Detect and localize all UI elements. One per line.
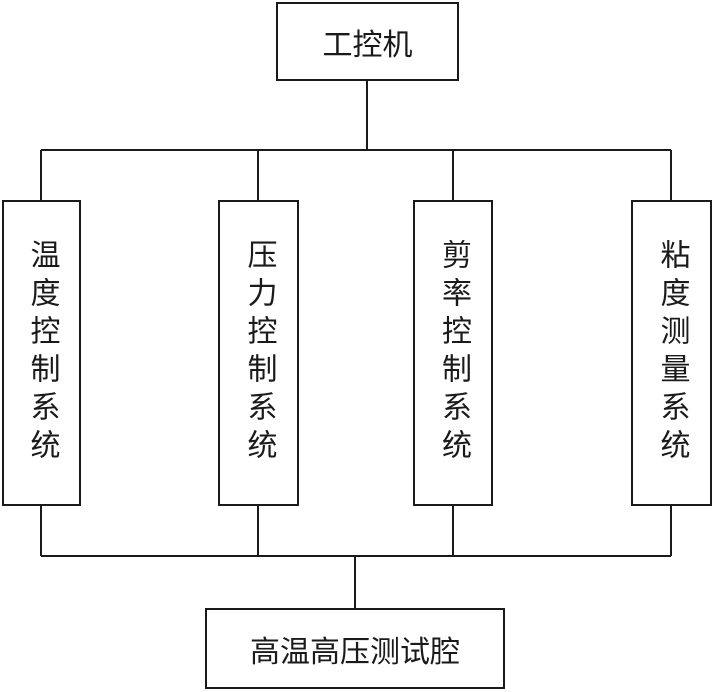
industrial-computer-box: 工控机 xyxy=(276,2,459,81)
industrial-computer-label: 工控机 xyxy=(322,27,413,63)
pressure-control-system-box: 压力控制系统 xyxy=(218,200,299,506)
test-chamber-box: 高温高压测试腔 xyxy=(205,608,505,689)
viscosity-measurement-system-box: 粘度测量系统 xyxy=(631,200,712,506)
shear-rate-control-system-box: 剪率控制系统 xyxy=(413,200,493,506)
temperature-control-system-label: 温度控制系统 xyxy=(24,239,60,467)
shear-rate-control-system-label: 剪率控制系统 xyxy=(436,239,471,467)
viscosity-measurement-system-label: 粘度测量系统 xyxy=(654,239,690,467)
temperature-control-system-box: 温度控制系统 xyxy=(2,200,81,506)
test-chamber-label: 高温高压测试腔 xyxy=(250,634,460,670)
pressure-control-system-label: 压力控制系统 xyxy=(241,239,277,467)
